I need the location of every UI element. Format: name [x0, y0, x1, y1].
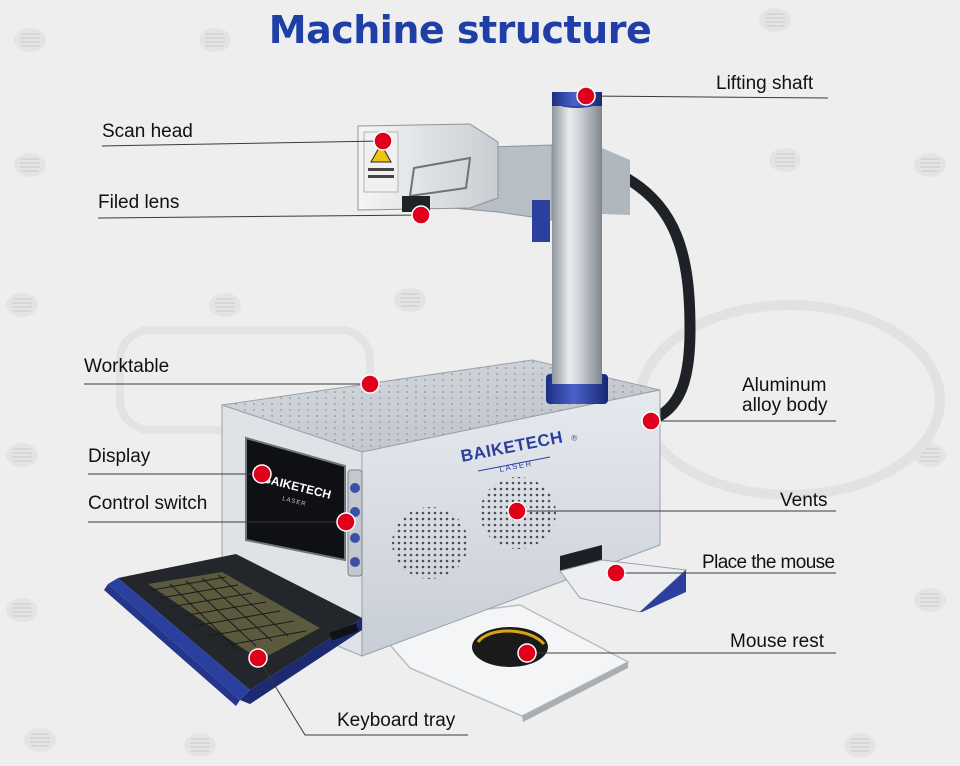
- marker-place-the-mouse: [606, 563, 626, 583]
- marker-vents: [507, 501, 527, 521]
- brand-registered-mark: ®: [571, 433, 579, 443]
- label-aluminum-line1: Aluminum: [742, 375, 827, 396]
- display-screen-subline: LASER: [282, 496, 307, 508]
- marker-mouse-rest: [517, 643, 537, 663]
- marker-display: [252, 464, 272, 484]
- label-lifting-shaft: Lifting shaft: [716, 73, 814, 94]
- marker-worktable: [360, 374, 380, 394]
- label-worktable: Worktable: [84, 356, 170, 377]
- marker-aluminum-body: [641, 411, 661, 431]
- label-filed-lens: Filed lens: [98, 192, 180, 213]
- label-scan-head: Scan head: [102, 121, 193, 142]
- marker-lifting-shaft: [576, 86, 596, 106]
- label-vents: Vents: [780, 490, 828, 511]
- page-title: Machine structure: [268, 8, 652, 52]
- marker-control-switch: [336, 512, 356, 532]
- label-place-the-mouse: Place the mouse: [702, 552, 835, 573]
- marker-filed-lens: [411, 205, 431, 225]
- marker-scan-head: [373, 131, 393, 151]
- label-display: Display: [88, 446, 151, 467]
- label-control-switch: Control switch: [88, 493, 208, 514]
- label-aluminum-line2: alloy body: [742, 395, 828, 416]
- label-mouse-rest: Mouse rest: [730, 631, 824, 652]
- marker-keyboard-tray: [248, 648, 268, 668]
- label-keyboard-tray: Keyboard tray: [337, 710, 456, 731]
